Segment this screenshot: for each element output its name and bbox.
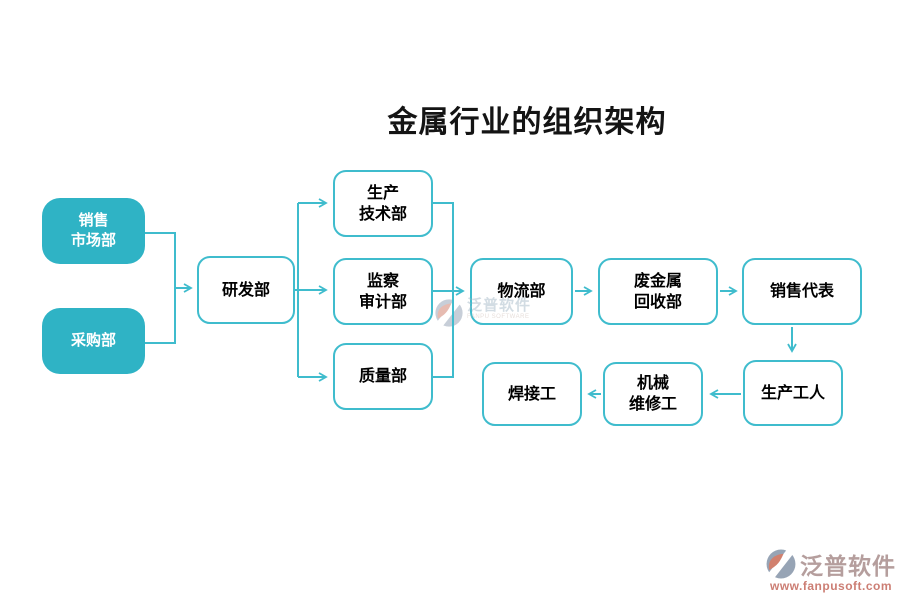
org-node-logistics-dept: 物流部 <box>470 258 573 325</box>
org-node-machine-repair-worker: 机械 维修工 <box>603 362 703 426</box>
fanpu-logo-icon <box>764 547 798 581</box>
watermark-brand-text: 泛普软件 <box>467 297 532 314</box>
page-title: 金属行业的组织架构 <box>387 106 667 139</box>
watermark-brand-text: 泛普软件 <box>800 553 896 579</box>
org-node-sales-market-dept: 销售 市场部 <box>42 198 145 264</box>
org-node-sales-rep: 销售代表 <box>742 258 862 325</box>
org-node-quality-dept: 质量部 <box>333 343 433 410</box>
org-node-supervision-audit-dept: 监察 审计部 <box>333 258 433 325</box>
org-node-production-tech-dept: 生产 技术部 <box>333 170 433 237</box>
watermark-url-text: www.fanpusoft.com <box>770 579 893 593</box>
org-node-welder: 焊接工 <box>482 362 582 426</box>
org-node-scrap-metal-recycling-dept: 废金属 回收部 <box>598 258 718 325</box>
org-node-procurement-dept: 采购部 <box>42 308 145 374</box>
org-node-production-worker: 生产工人 <box>743 360 843 426</box>
org-node-rnd-dept: 研发部 <box>197 256 295 324</box>
watermark-corner: 泛普软件 www.fanpusoft.com <box>764 547 896 593</box>
watermark-center: 泛普软件 FANPU SOFTWARE <box>433 297 531 329</box>
fanpu-logo-icon <box>433 297 465 329</box>
watermark-caption-text: FANPU SOFTWARE <box>467 314 530 320</box>
